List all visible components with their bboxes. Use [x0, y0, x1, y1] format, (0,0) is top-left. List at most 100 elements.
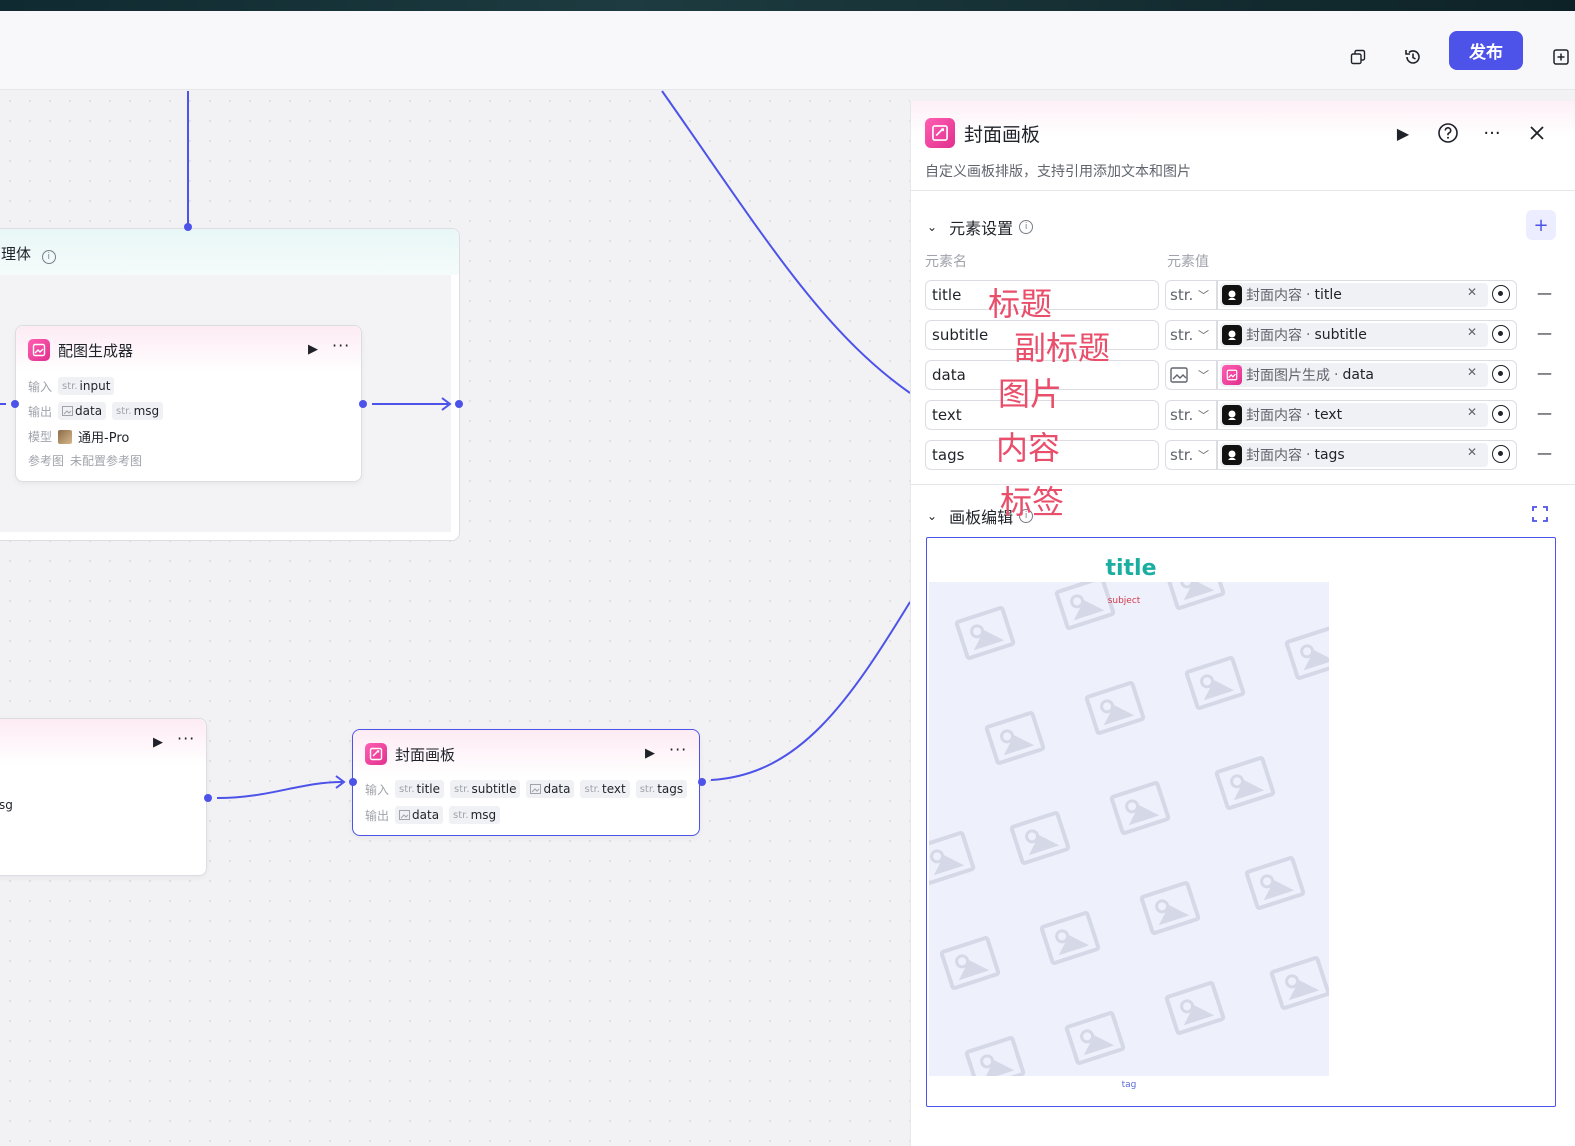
source-node-icon	[1222, 365, 1242, 385]
element-value-ref[interactable]: 封面内容·title ✕	[1217, 280, 1517, 310]
run-icon[interactable]: ▶	[645, 746, 655, 761]
remove-row-button[interactable]: —	[1537, 364, 1552, 382]
node-model-row: 模型 通用-Pro	[28, 427, 129, 446]
node-header: ▶ ···	[0, 719, 206, 765]
annotation-tags: 标签	[1000, 483, 1065, 521]
window-top-strip	[0, 0, 1575, 11]
board-canvas[interactable]: title subject tag	[929, 540, 1329, 1100]
reference-target-icon[interactable]	[1492, 445, 1510, 463]
add-element-button[interactable]: +	[1526, 210, 1556, 240]
reference-target-icon[interactable]	[1492, 285, 1510, 303]
source-node-icon	[1222, 405, 1242, 425]
publish-button[interactable]: 发布	[1449, 31, 1523, 70]
node-inputs-row: 输入 str.input	[28, 377, 115, 395]
close-icon[interactable]	[1525, 121, 1549, 145]
input-tag: str.text	[580, 780, 630, 798]
remove-row-button[interactable]: —	[1537, 444, 1552, 462]
history-icon[interactable]	[1395, 39, 1431, 75]
clear-icon[interactable]: ✕	[1467, 285, 1478, 299]
element-name-input[interactable]: title	[925, 280, 1159, 310]
element-name-input[interactable]: data	[925, 360, 1159, 390]
annotation-content: 内容	[996, 429, 1061, 467]
run-icon[interactable]: ▶	[308, 342, 318, 357]
more-icon[interactable]: ···	[177, 729, 196, 748]
reference-target-icon[interactable]	[1492, 405, 1510, 423]
more-icon[interactable]: ···	[669, 740, 688, 759]
run-icon[interactable]: ▶	[1396, 123, 1410, 143]
model-avatar	[58, 429, 73, 444]
remove-row-button[interactable]: —	[1537, 284, 1552, 302]
element-value-ref[interactable]: 封面内容·text ✕	[1217, 400, 1517, 430]
node-settings-panel: 封面画板 ▶ ··· 自定义画板排版，支持引用添加文本和图片 ⌄ 元素设置 i …	[910, 101, 1575, 1146]
board-editor[interactable]: title subject tag	[926, 537, 1556, 1107]
clear-icon[interactable]: ✕	[1467, 405, 1478, 419]
annotation-image: 图片	[998, 375, 1063, 413]
run-icon[interactable]: ▶	[153, 735, 163, 750]
type-select[interactable]: str.﹀	[1165, 400, 1217, 430]
element-row: subtitle str.﹀ 封面内容·subtitle ✕ —	[925, 320, 1565, 350]
node-title: 封面画板	[395, 746, 456, 764]
workflow-canvas[interactable]: 理体 i 配图生成器 ▶ ··· 输入 str.input 输出 msgdata…	[0, 91, 910, 1146]
reference-target-icon[interactable]	[1492, 325, 1510, 343]
board-title-text[interactable]: title	[1105, 556, 1157, 581]
node-left-partial[interactable]: ▶ ··· sg	[0, 718, 207, 876]
outputs-label: 输出	[365, 808, 390, 823]
type-select[interactable]: str.﹀	[1165, 280, 1217, 310]
clear-icon[interactable]: ✕	[1467, 325, 1478, 339]
board-section-header[interactable]: ⌄ 画板编辑 i	[927, 504, 1034, 528]
chevron-down-icon: ﹀	[1198, 329, 1209, 342]
image-gen-icon	[28, 339, 50, 361]
board-tag-text[interactable]: tag	[1121, 1080, 1137, 1090]
board-image-placeholder[interactable]	[929, 582, 1329, 1076]
element-value-ref[interactable]: 封面内容·tags ✕	[1217, 440, 1517, 470]
elements-section-header[interactable]: ⌄ 元素设置 i	[927, 215, 1034, 239]
node-header: 配图生成器 ▶ ···	[16, 326, 361, 372]
help-icon[interactable]	[1436, 121, 1460, 145]
remove-row-button[interactable]: —	[1537, 404, 1552, 422]
node-image-generator[interactable]: 配图生成器 ▶ ··· 输入 str.input 输出 msgdata str.…	[15, 325, 362, 482]
type-select[interactable]: str.﹀	[1165, 440, 1217, 470]
node-outputs-row: 输出 data str.msg	[365, 806, 501, 824]
section-title: 元素设置	[949, 219, 1014, 238]
reference-target-icon[interactable]	[1492, 365, 1510, 383]
element-value-ref[interactable]: 封面图片生成·data ✕	[1217, 360, 1517, 390]
more-icon[interactable]: ···	[332, 336, 351, 355]
node-cover-board[interactable]: 封面画板 ▶ ··· 输入 str.title str.subtitle dat…	[352, 729, 700, 836]
remove-row-button[interactable]: —	[1537, 324, 1552, 342]
panel-header: 封面画板 ▶ ··· 自定义画板排版，支持引用添加文本和图片	[911, 101, 1575, 191]
model-value: 通用-Pro	[78, 431, 130, 446]
ref-value: 未配置参考图	[70, 454, 143, 468]
panel-title: 封面画板	[964, 124, 1041, 146]
column-header-name: 元素名	[925, 254, 967, 270]
clear-icon[interactable]: ✕	[1467, 445, 1478, 459]
copy-icon[interactable]	[1340, 39, 1376, 75]
info-icon: i	[41, 250, 56, 264]
inputs-label: 输入	[365, 782, 390, 797]
fullscreen-icon[interactable]	[1531, 505, 1549, 527]
element-value-ref[interactable]: 封面内容·subtitle ✕	[1217, 320, 1517, 350]
element-row: text str.﹀ 封面内容·text ✕ —	[925, 400, 1565, 430]
group-title: 理体	[1, 245, 32, 263]
model-label: 模型	[28, 430, 53, 444]
clear-icon[interactable]: ✕	[1467, 365, 1478, 379]
inputs-label: 输入	[28, 379, 53, 394]
add-panel-icon[interactable]	[1543, 39, 1575, 75]
element-name-input[interactable]: text	[925, 400, 1159, 430]
type-select[interactable]: ﹀	[1165, 360, 1217, 390]
chevron-down-icon: ﹀	[1198, 449, 1209, 462]
board-subject-text[interactable]: subject	[1107, 596, 1141, 606]
element-name-input[interactable]: tags	[925, 440, 1159, 470]
ref-label: 参考图	[28, 454, 65, 468]
element-row: data ﹀ 封面图片生成·data ✕ —	[925, 360, 1565, 390]
element-name-input[interactable]: subtitle	[925, 320, 1159, 350]
type-select[interactable]: str.﹀	[1165, 320, 1217, 350]
input-tag: str.input	[58, 377, 115, 395]
more-icon[interactable]: ···	[1483, 122, 1501, 144]
chevron-down-icon[interactable]: ⌄	[927, 220, 938, 234]
image-type-icon	[1170, 367, 1188, 383]
annotation-subtitle: 副标题	[1014, 329, 1111, 367]
chevron-down-icon[interactable]: ⌄	[927, 509, 938, 523]
chevron-down-icon: ﹀	[1198, 289, 1209, 302]
annotation-title: 标题	[988, 285, 1053, 323]
node-title: 配图生成器	[58, 342, 134, 360]
